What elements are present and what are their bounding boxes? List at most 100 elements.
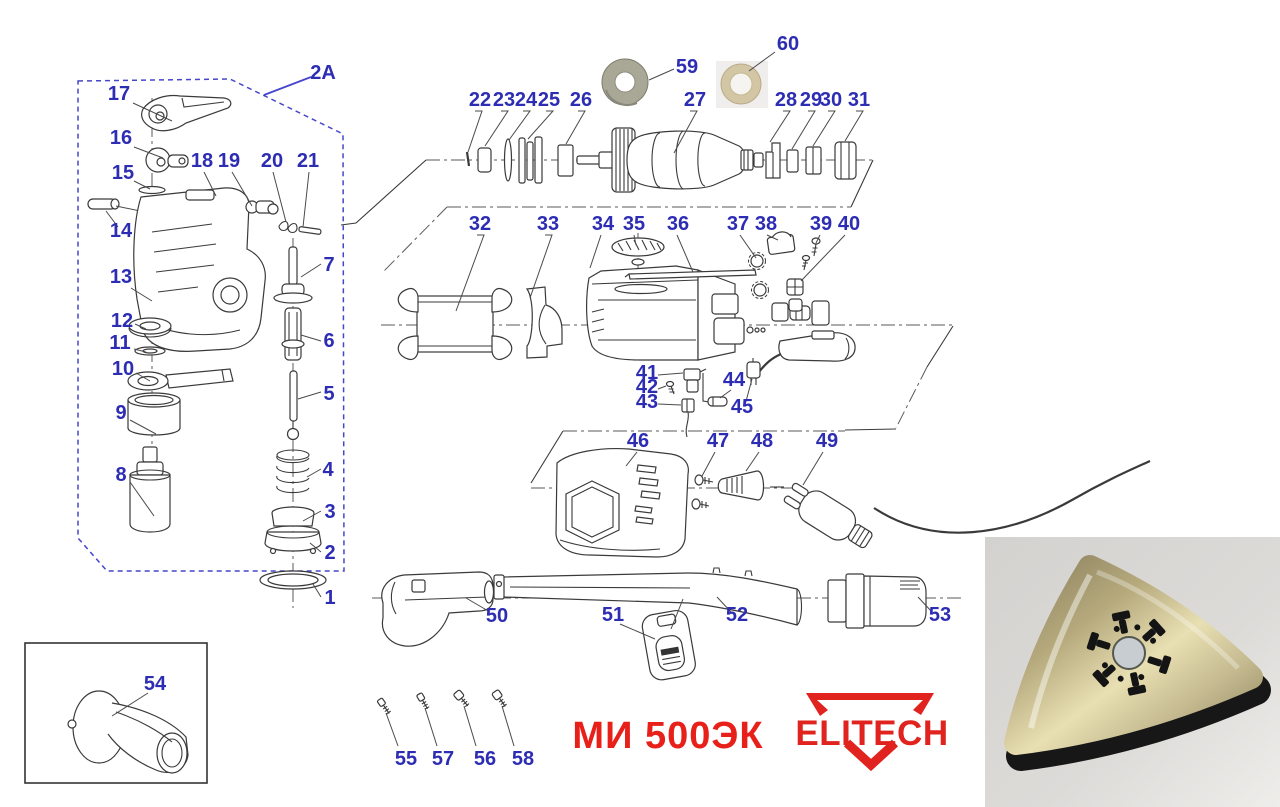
part-label-42: 42 bbox=[636, 376, 658, 398]
part-label-16: 16 bbox=[110, 127, 132, 149]
part-label-43: 43 bbox=[636, 391, 658, 413]
part-3-flange-nut bbox=[271, 506, 315, 527]
part-52-dust-tube bbox=[493, 567, 803, 626]
part-27-armature bbox=[576, 127, 764, 193]
part-label-1: 1 bbox=[324, 587, 335, 609]
part-45-connector bbox=[746, 358, 761, 385]
part-label-54: 54 bbox=[144, 673, 167, 695]
part-label-7: 7 bbox=[323, 254, 334, 276]
part-label-5: 5 bbox=[323, 383, 334, 405]
part-label-17: 17 bbox=[108, 83, 130, 105]
part-label-2: 2 bbox=[324, 542, 335, 564]
part-42-screw bbox=[665, 380, 675, 395]
part-55-screw bbox=[376, 697, 391, 715]
part-label-50: 50 bbox=[486, 605, 508, 627]
part-16-cam bbox=[145, 147, 189, 173]
part-47-screws bbox=[691, 474, 714, 510]
part-label-29: 29 bbox=[800, 89, 822, 111]
part-label-8: 8 bbox=[115, 464, 126, 486]
part-label-58: 58 bbox=[512, 748, 534, 770]
part-label-37: 37 bbox=[727, 213, 749, 235]
part-label-46: 46 bbox=[627, 430, 649, 452]
model-text: МИ 500ЭК bbox=[572, 715, 763, 757]
part-label-31: 31 bbox=[848, 89, 870, 111]
part-label-35: 35 bbox=[623, 213, 645, 235]
part-label-22: 22 bbox=[469, 89, 491, 111]
part-58-screw bbox=[491, 689, 507, 708]
pad-t-slots bbox=[1086, 610, 1172, 696]
pad-center-hole bbox=[1112, 636, 1146, 670]
part-21-pin bbox=[298, 226, 322, 235]
part-label-2A: 2A bbox=[310, 62, 336, 84]
part-25-disc-pack bbox=[518, 136, 543, 184]
part-51-slider-button bbox=[641, 609, 696, 681]
part-36-switch-rod bbox=[624, 269, 757, 280]
part-label-15: 15 bbox=[112, 162, 134, 184]
part-26-bearing bbox=[557, 144, 574, 177]
part-label-53: 53 bbox=[929, 604, 951, 626]
part-label-13: 13 bbox=[110, 266, 132, 288]
logo-triangle-v bbox=[843, 739, 899, 772]
part-label-23: 23 bbox=[493, 89, 515, 111]
part-32-stator bbox=[397, 287, 513, 361]
part-31-bearing bbox=[834, 141, 857, 180]
part-48-cord-guard bbox=[717, 470, 765, 501]
part-7-shaft bbox=[273, 246, 313, 304]
part-39-screws bbox=[801, 237, 821, 271]
part-60-washer-photo bbox=[716, 61, 768, 108]
part-label-11: 11 bbox=[109, 332, 130, 354]
part-label-4: 4 bbox=[322, 459, 334, 481]
part-37-star-washers bbox=[748, 252, 769, 299]
part-24-shim bbox=[503, 138, 513, 182]
part-23-key bbox=[477, 147, 492, 173]
part-1-ring bbox=[259, 570, 327, 590]
part-43-terminal bbox=[681, 398, 695, 438]
part-label-14: 14 bbox=[110, 220, 133, 242]
part-label-51: 51 bbox=[602, 604, 624, 626]
part-label-27: 27 bbox=[684, 89, 706, 111]
part-6-guide-sleeve bbox=[281, 307, 305, 361]
part-44-capacitor bbox=[707, 396, 728, 407]
part-5-push-rod bbox=[286, 370, 300, 441]
part-4-spring bbox=[276, 449, 310, 494]
part-label-49: 49 bbox=[816, 430, 838, 452]
part-label-41: 41 bbox=[636, 362, 658, 384]
pad-index-holes bbox=[1100, 624, 1158, 682]
part-label-21: 21 bbox=[297, 150, 319, 172]
leader-lines bbox=[105, 51, 933, 747]
assembly-box-2a bbox=[77, 76, 345, 572]
part-label-18: 18 bbox=[191, 150, 213, 172]
part-19-linkage bbox=[245, 200, 279, 215]
part-49-power-cord bbox=[770, 459, 1151, 549]
part-12-bearing bbox=[128, 317, 172, 338]
part-label-56: 56 bbox=[474, 748, 496, 770]
part-label-47: 47 bbox=[707, 430, 729, 452]
part-label-40: 40 bbox=[838, 213, 860, 235]
part-35-speed-dial bbox=[611, 237, 665, 266]
pad-highlight-right bbox=[1096, 569, 1240, 670]
part-label-52: 52 bbox=[726, 604, 748, 626]
part-29-spacer bbox=[786, 149, 799, 173]
part-label-9: 9 bbox=[115, 402, 126, 424]
part-38-switch bbox=[766, 231, 796, 255]
part-22-pin bbox=[465, 151, 471, 167]
part-label-12: 12 bbox=[111, 310, 133, 332]
sanding-pad-photo bbox=[985, 537, 1280, 807]
part-label-33: 33 bbox=[537, 213, 559, 235]
part-label-30: 30 bbox=[820, 89, 842, 111]
part-53-sleeve bbox=[827, 573, 927, 629]
part-label-10: 10 bbox=[112, 358, 134, 380]
part-9-sleeve bbox=[127, 392, 181, 436]
part-8-spindle bbox=[129, 446, 171, 533]
pad-highlight-left bbox=[1028, 573, 1093, 729]
part-57-screw bbox=[416, 692, 430, 710]
part-17-lever bbox=[140, 94, 232, 132]
part-59-washer-photo bbox=[601, 58, 649, 106]
part-label-25: 25 bbox=[538, 89, 560, 111]
logo-triangle-top-bar bbox=[806, 693, 934, 716]
part-2-collar bbox=[264, 525, 322, 555]
inset-box-part-54 bbox=[24, 642, 208, 784]
part-54-nozzle bbox=[67, 690, 189, 774]
